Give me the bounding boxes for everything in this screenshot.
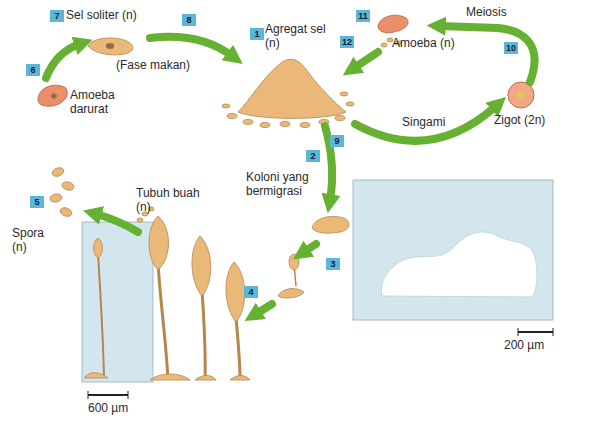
callout-number: 7	[50, 10, 64, 22]
callout-number: 6	[26, 64, 40, 76]
scale-label: 600 µm	[88, 401, 128, 415]
callout-number: 8	[182, 14, 196, 26]
stage-label: Amoeba darurat	[70, 88, 132, 116]
stage-label: Agregat sel (n)	[265, 22, 337, 50]
stage-label: Tubuh buah (n)	[136, 186, 214, 214]
migrating-colony	[312, 216, 349, 233]
callout-number: 3	[326, 258, 340, 270]
cycle-arrows	[46, 26, 535, 314]
haploid-amoeba	[378, 15, 408, 33]
callout-number: 10	[504, 42, 518, 54]
callout-number: 11	[356, 10, 370, 22]
scale-label: 200 µm	[504, 338, 544, 352]
solitary-cell	[88, 38, 133, 55]
scale-bar	[88, 394, 128, 396]
callout-number: 1	[250, 28, 264, 40]
callout-number: 9	[330, 135, 344, 147]
callout-number: 4	[244, 286, 258, 298]
cell-aggregate	[238, 59, 346, 118]
fruiting-body-panel	[82, 222, 153, 382]
process-label: Singami	[402, 115, 445, 129]
callout-number: 12	[340, 36, 354, 48]
fruiting-body	[192, 236, 211, 296]
sorus	[94, 238, 103, 258]
fruiting-body	[149, 216, 169, 270]
migrating-slug	[381, 232, 537, 297]
stage-label: Zigot (2n)	[494, 113, 545, 127]
process-label: Meiosis	[466, 5, 507, 19]
stage-note: (Fase makan)	[116, 58, 190, 72]
scale-bar	[518, 331, 553, 333]
stage-label: Amoeba (n)	[392, 36, 455, 50]
callout-number: 5	[30, 196, 44, 208]
stage-label: Sel soliter (n)	[66, 8, 137, 22]
callout-number: 2	[306, 150, 320, 162]
culminant	[289, 254, 299, 270]
spores	[49, 166, 74, 218]
fruiting-body	[226, 262, 245, 322]
migrating-colony-panel	[353, 180, 553, 320]
stage-label: Koloni yang bermigrasi	[246, 170, 334, 198]
aggregating-cells	[222, 92, 354, 128]
emergency-amoeba	[38, 85, 67, 106]
stage-label: Spora (n)	[12, 226, 52, 254]
